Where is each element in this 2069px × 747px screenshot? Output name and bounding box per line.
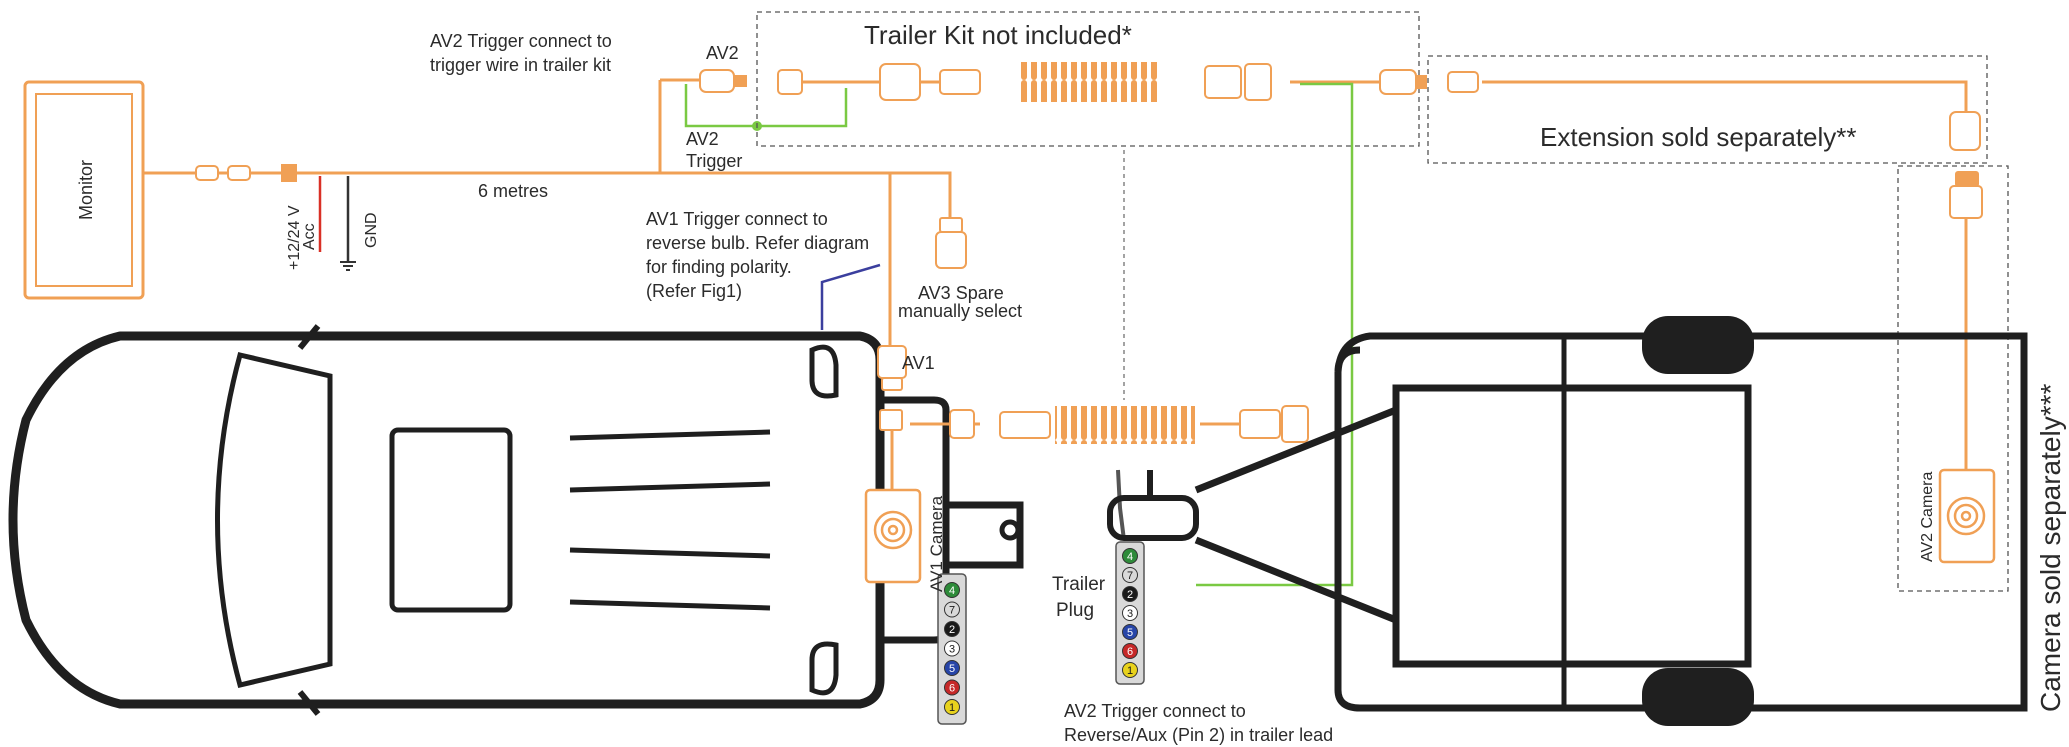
trailer-kit-label: Trailer Kit not included*: [864, 20, 1132, 50]
safety-chain: [1116, 469, 1126, 541]
extension-box: [1427, 55, 1988, 164]
trailer-plug-pin-6: [1122, 643, 1138, 659]
car-socket-pin-label-3: 3: [949, 644, 955, 656]
car-socket: 4 7 2 3 5 6 1: [937, 573, 967, 725]
mid-plugs: [949, 405, 1309, 443]
trailer-plug-pin-5: [1122, 624, 1138, 640]
car-socket-pin-label-1: 1: [949, 702, 955, 714]
trailer-plug-pin-4: [1122, 548, 1138, 564]
av2-camera-plugs: [1949, 171, 1983, 219]
av3-label-2: manually select: [898, 301, 1023, 321]
trailer-plug-pin-label-4: 4: [1127, 551, 1133, 563]
car-socket-pin-5: [944, 660, 960, 676]
extension-end-plug: [1379, 69, 1427, 95]
av2-pin-note-2: Reverse/Aux (Pin 2) in trailer lead: [1064, 725, 1334, 745]
trailer-wheels: [1642, 316, 1754, 726]
av2-camera-icon: [1938, 468, 1996, 564]
monitor: [23, 80, 145, 300]
car-socket-pin-label-5: 5: [949, 663, 955, 675]
six-metres-label: 6 metres: [478, 181, 549, 201]
av2-trigger-note-1: AV2 Trigger connect to: [430, 31, 612, 51]
trailer-plug-pin-3: [1122, 605, 1138, 621]
trailer-frame: [1194, 332, 2028, 712]
inline-connectors: [195, 164, 297, 182]
av1-label: AV1: [902, 353, 935, 373]
extension-label: Extension sold separately**: [1540, 122, 1857, 152]
power-label-2: Acc: [301, 223, 318, 250]
trailer-plug-pin-label-3: 3: [1127, 608, 1133, 620]
av2-camera-box: [1897, 165, 2009, 592]
trailer-kit-coil: [1020, 62, 1160, 102]
car-socket-pin-label-2: 2: [949, 624, 955, 636]
trailer-kit-plugs: [777, 63, 1272, 101]
ground-icon: [340, 261, 356, 271]
av2-trigger-label-1: AV2: [686, 129, 719, 149]
av1-note-4: (Refer Fig1): [646, 281, 743, 301]
car-socket-pin-label-6: 6: [949, 683, 955, 695]
av1-note-2: reverse bulb. Refer diagram: [646, 233, 870, 253]
main-cable: [143, 78, 952, 490]
extension-cable: [1482, 80, 1968, 112]
av1-trigger-wire: [820, 263, 881, 330]
trailer-plug-pin-7: [1122, 567, 1138, 583]
car-socket-pin-7: [944, 601, 960, 618]
av2-pin-note-1: AV2 Trigger connect to: [1064, 701, 1246, 721]
av2-connector: [699, 69, 747, 93]
av1-connector: [877, 345, 907, 431]
av2-trigger-wire: [684, 84, 848, 128]
av2-camera-label: AV2 Camera: [1919, 471, 1936, 562]
av2-label: AV2: [706, 43, 739, 63]
av1-camera-label: AV1 Camera: [927, 495, 946, 592]
trailer-trigger-wire: [1196, 82, 1354, 587]
trailer-plug-pin-label-7: 7: [1127, 570, 1133, 582]
av2-trigger-label-2: Trigger: [686, 151, 743, 171]
av1-camera-icon: [864, 488, 922, 584]
car-socket-pin-3: [944, 640, 960, 657]
camera-sold-label: Camera sold separately***: [2035, 384, 2066, 712]
trailer-plug-pin-1: [1122, 662, 1138, 678]
car-body-details: [215, 344, 839, 696]
trailer-plug: 4 7 2 3 5 6 1: [1115, 541, 1145, 685]
trailer-plug-pin-label-6: 6: [1127, 646, 1133, 658]
trailer-plug-pin-2: [1122, 586, 1138, 602]
trailer-plug-pin-label-1: 1: [1127, 665, 1133, 677]
trailer-plug-label-1: Trailer: [1052, 574, 1106, 595]
car-socket-pin-2: [944, 621, 960, 637]
trailer-plug-pin-label-2: 2: [1127, 589, 1133, 601]
mid-coil: [1055, 406, 1195, 444]
av2-trigger-note-2: trigger wire in trailer kit: [430, 55, 612, 75]
trailer-hitch: [1107, 470, 1199, 541]
car-outline: [8, 324, 885, 716]
gnd-label: GND: [363, 212, 380, 248]
av3-label-1: AV3 Spare: [918, 283, 1004, 303]
car-socket-pin-1: [944, 699, 960, 715]
car-socket-pin-4: [944, 582, 960, 598]
av1-note-3: for finding polarity.: [646, 257, 792, 277]
av3-connector: [935, 217, 967, 269]
trailer-plug-label-2: Plug: [1056, 600, 1095, 621]
extension-plugs: [1447, 71, 1981, 151]
trailer-plug-pin-label-5: 5: [1127, 627, 1133, 639]
av1-note-1: AV1 Trigger connect to: [646, 209, 828, 229]
car-socket-pin-label-7: 7: [949, 605, 955, 617]
car-socket-pin-6: [944, 679, 960, 696]
monitor-label: Monitor: [76, 160, 96, 220]
car-socket-pin-label-4: 4: [949, 585, 955, 597]
power-label-1: +12/24 V: [286, 205, 303, 270]
